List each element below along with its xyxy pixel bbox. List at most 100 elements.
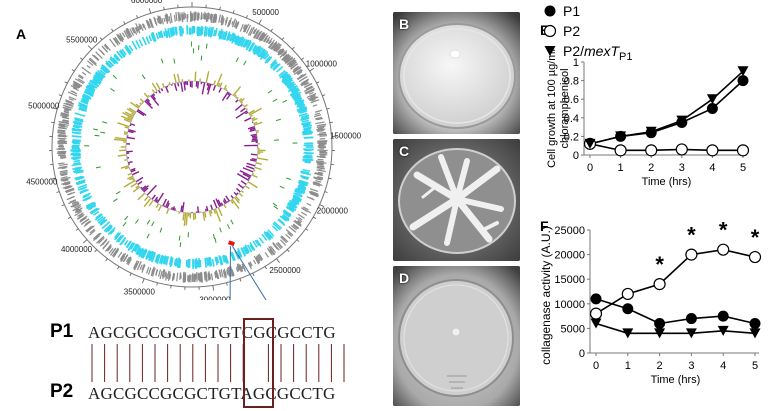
gene-mark — [312, 104, 318, 107]
legend-label: P2/mexTP1 — [563, 43, 632, 63]
gc-skew-bar — [213, 80, 217, 85]
cyan-gene-mark — [98, 71, 105, 78]
gc-skew-bar — [130, 182, 138, 188]
cyan-gene-mark — [204, 257, 208, 268]
scale-tick — [52, 107, 58, 110]
gene-mark — [313, 114, 322, 118]
gc-skew-bar — [166, 85, 169, 88]
gc-skew-bar — [177, 82, 180, 87]
gene-mark — [73, 81, 83, 87]
gene-mark — [316, 169, 326, 173]
scale-label: 6000000 — [131, 0, 163, 5]
gene-mark — [274, 44, 282, 52]
gene-mark — [72, 84, 79, 89]
scale-tick — [123, 21, 126, 25]
cyan-gene-mark — [243, 40, 248, 48]
cyan-gene-mark — [93, 78, 102, 85]
gene-mark — [60, 176, 68, 179]
cyan-gene-mark — [79, 103, 88, 108]
cyan-gene-mark — [138, 39, 144, 47]
cyan-gene-mark — [75, 179, 85, 185]
panel-f-label: F — [540, 218, 549, 234]
scale-circle — [51, 6, 333, 288]
cyan-gene-mark — [301, 176, 309, 180]
cyan-gene-mark — [237, 38, 243, 47]
gene-mark — [156, 17, 160, 24]
gc-skew-bar — [143, 195, 149, 202]
gene-mark — [316, 161, 327, 164]
gene-mark — [317, 128, 326, 131]
gene-mark — [245, 24, 252, 34]
cyan-gene-mark — [303, 123, 310, 127]
cyan-gene-mark — [73, 128, 82, 131]
cyan-gene-mark — [272, 222, 281, 231]
cyan-gene-mark — [77, 183, 88, 189]
gene-mark — [254, 31, 259, 39]
gc-skew-bar — [247, 181, 258, 189]
gene-mark — [86, 60, 94, 66]
gene-mark — [208, 273, 211, 281]
cyan-gene-mark — [302, 159, 312, 163]
gene-mark — [74, 82, 81, 88]
gene-mark — [271, 43, 277, 50]
cyan-gene-mark — [288, 199, 298, 206]
cyan-gene-mark — [205, 257, 209, 266]
gene-mark — [66, 188, 72, 192]
cyan-gene-mark — [240, 38, 246, 47]
legend-label: P1 — [563, 3, 580, 19]
gene-mark — [300, 211, 308, 217]
gene-mark — [109, 247, 117, 256]
gc-skew-bar — [252, 136, 258, 139]
gene-mark — [295, 222, 300, 226]
cyan-gene-mark — [167, 28, 171, 39]
scale-tick — [276, 258, 280, 263]
gc-skew-bar — [128, 107, 137, 113]
y-tick-label: 25000 — [554, 225, 585, 237]
gene-mark — [137, 25, 141, 31]
cyan-gene-mark — [300, 117, 308, 121]
gene-mark — [74, 209, 81, 214]
y-tick-label: 15000 — [554, 274, 585, 286]
scale-tick — [64, 81, 68, 84]
cyan-gene-mark — [287, 85, 298, 93]
gc-skew-bar — [151, 94, 157, 100]
cyan-gene-mark — [302, 129, 312, 133]
gene-mark — [157, 17, 161, 23]
cyan-gene-mark — [165, 256, 170, 266]
cyan-gene-mark — [81, 99, 88, 104]
gene-mark — [131, 27, 136, 34]
gene-mark — [100, 50, 105, 55]
gc-skew-bar — [239, 170, 252, 177]
cyan-gene-mark — [170, 27, 174, 37]
gene-mark — [201, 272, 203, 283]
scale-label: 500000 — [252, 8, 279, 17]
gene-mark — [81, 218, 89, 225]
x-tick-label: 4 — [720, 360, 726, 372]
cyan-gene-mark — [297, 184, 305, 189]
gene-mark — [65, 189, 74, 193]
gc-skew-bar — [117, 122, 130, 128]
cyan-gene-mark — [114, 232, 120, 239]
gene-mark — [159, 270, 163, 280]
green-mark — [235, 57, 239, 63]
scale-tick — [136, 15, 138, 19]
cyan-gene-mark — [276, 65, 284, 73]
scale-tick — [305, 228, 309, 231]
data-point — [706, 94, 718, 105]
cyan-gene-mark — [173, 259, 177, 266]
gene-mark — [58, 133, 66, 136]
gc-skew-bar — [240, 107, 246, 113]
series-line — [595, 298, 756, 325]
y-axis-label-line2: chloramphenicol — [559, 68, 571, 148]
gc-skew-bar — [135, 185, 140, 189]
gene-mark — [117, 34, 124, 42]
cyan-gene-mark — [254, 239, 260, 247]
gc-skew-bar — [180, 81, 184, 92]
cyan-gene-mark — [272, 64, 280, 71]
gc-skew-bar — [205, 205, 209, 212]
plate-d-illustration — [393, 266, 520, 406]
gene-mark — [59, 123, 69, 126]
gc-skew-bar — [168, 81, 171, 85]
gene-mark — [220, 14, 224, 23]
gene-mark — [72, 201, 77, 205]
